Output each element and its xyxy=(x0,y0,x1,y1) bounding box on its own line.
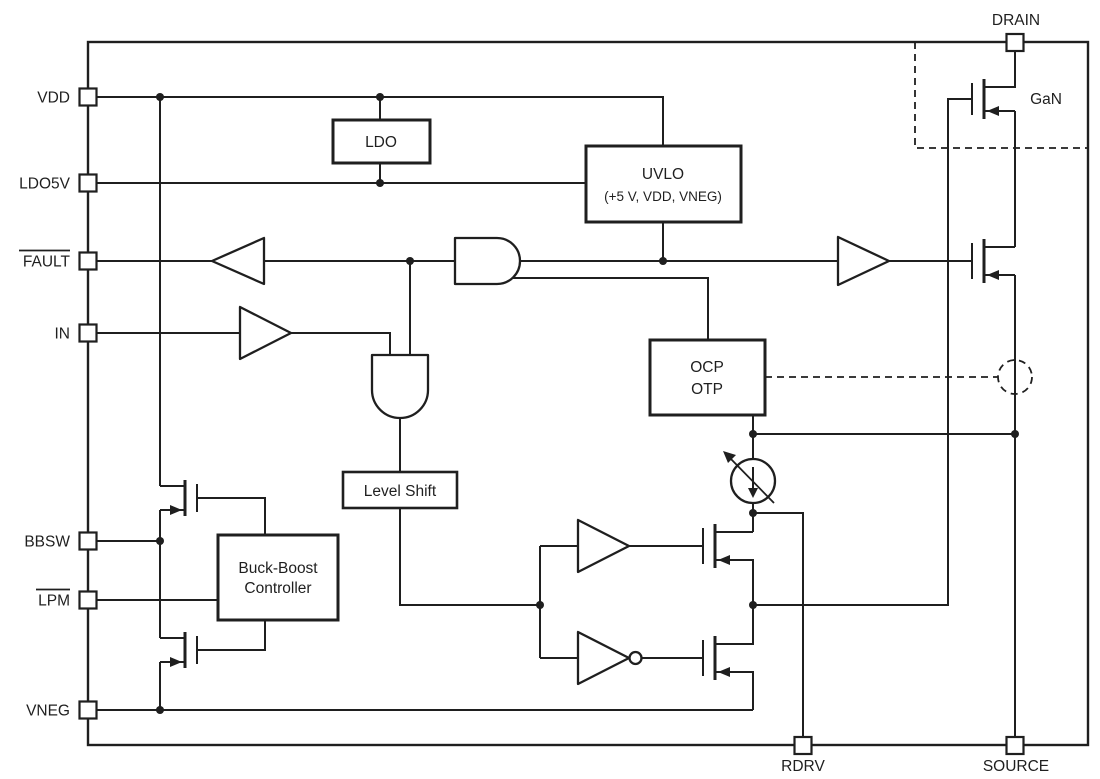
pin-drain xyxy=(1005,32,1025,53)
ldo-block: LDO xyxy=(331,118,432,165)
fet-source-arrow-icon xyxy=(718,667,730,677)
otp-label: OTP xyxy=(691,381,723,398)
junction-dot xyxy=(156,537,164,545)
wire-rdrv xyxy=(753,512,804,737)
junction-dot xyxy=(1011,430,1019,438)
ic-boundary xyxy=(86,40,1090,747)
pin-label-in: IN xyxy=(55,326,71,343)
pin-label-fault: FAULT xyxy=(23,254,71,271)
gan-fet-drain xyxy=(984,51,1016,88)
ldo-label: LDO xyxy=(365,134,397,151)
wire-vdd xyxy=(96,96,664,146)
uvlo-label: UVLO xyxy=(642,166,684,183)
pulldown-fet xyxy=(702,605,754,710)
buck-boost-label-2: Controller xyxy=(244,580,311,597)
pin-label-source: SOURCE xyxy=(983,758,1049,775)
buck-boost-box xyxy=(216,533,340,622)
inverter-triangle xyxy=(576,630,631,686)
pin-vdd xyxy=(78,87,98,107)
pullup-fet-source xyxy=(715,559,754,605)
pin-label-bbsw: BBSW xyxy=(24,534,70,551)
input-and-gate xyxy=(370,353,430,420)
pin-vneg xyxy=(78,700,98,720)
level-shift-box xyxy=(341,470,459,510)
uvlo-block: UVLO (+5 V, VDD, VNEG) xyxy=(584,144,743,224)
pin-label-ldo5v: LDO5V xyxy=(19,176,70,193)
wire-ocp-to-and xyxy=(512,277,709,340)
fet-source-arrow-icon xyxy=(987,106,999,116)
junction-dot xyxy=(406,257,414,265)
junction-dot xyxy=(749,509,757,517)
gan-label: GaN xyxy=(1030,91,1062,108)
ocp-otp-box xyxy=(648,338,767,417)
buckboost-low-fet xyxy=(160,620,266,668)
buck-boost-label-1: Buck-Boost xyxy=(238,560,318,577)
pulldown-fet-source xyxy=(715,671,754,710)
uvlo-box xyxy=(584,144,743,224)
wire-in-buffer-out xyxy=(291,332,391,355)
pin-label-drain: DRAIN xyxy=(992,12,1040,29)
uvlo-monitors-label: (+5 V, VDD, VNEG) xyxy=(604,189,722,204)
pin-label-vneg: VNEG xyxy=(26,703,70,720)
level-shift-block: Level Shift xyxy=(341,470,459,510)
fet-source-arrow-icon xyxy=(718,555,730,565)
junction-dot xyxy=(156,93,164,101)
gan-region-dashed-outline xyxy=(914,42,1088,149)
pin-label-vdd: VDD xyxy=(37,90,70,107)
junction-dot xyxy=(659,257,667,265)
ldo-box xyxy=(331,118,432,165)
fet-source-arrow-icon xyxy=(987,270,999,280)
pin-labels: VDD LDO5V FAULT IN BBSW LPM VNEG DRAIN R… xyxy=(19,12,1049,775)
drive-fet-buffer xyxy=(836,235,891,287)
junction-dots xyxy=(156,93,1019,714)
pin-in xyxy=(78,323,98,343)
adjust-arrow-icon xyxy=(723,451,736,463)
adjustable-current-source xyxy=(723,451,777,505)
fet-source-arrow-icon xyxy=(170,657,182,667)
fet-source-arrow-icon xyxy=(170,505,182,515)
pin-label-lpm: LPM xyxy=(38,593,70,610)
in-buffer xyxy=(238,305,293,361)
predriver-inverter xyxy=(576,630,643,686)
buck-boost-block: Buck-Boost Controller xyxy=(216,533,340,622)
junction-dot xyxy=(156,706,164,714)
pin-bbsw xyxy=(78,531,98,551)
pin-source xyxy=(1005,735,1025,756)
junction-dot xyxy=(376,93,384,101)
gan-fet xyxy=(971,51,1016,119)
pulldown-fet-drain xyxy=(715,605,754,645)
pin-label-rdrv: RDRV xyxy=(781,758,825,775)
down-arrow-icon xyxy=(748,488,758,498)
inverter-bubble-icon xyxy=(628,650,643,666)
pin-fault xyxy=(78,251,98,271)
predriver-buffer xyxy=(576,518,631,574)
ocp-otp-block: OCP OTP xyxy=(648,338,767,417)
pin-ldo5v xyxy=(78,173,98,193)
wire-levelshift-out xyxy=(399,508,540,606)
pullup-fet xyxy=(702,524,754,605)
fault-and-gate xyxy=(453,236,522,286)
junction-dot xyxy=(749,430,757,438)
wires xyxy=(96,96,1016,737)
bb-high-gate-lead xyxy=(197,497,266,535)
ocp-label: OCP xyxy=(690,359,724,376)
drive-fet xyxy=(971,239,1015,283)
level-shift-label: Level Shift xyxy=(364,483,437,500)
pins xyxy=(78,32,1025,756)
junction-dot xyxy=(749,601,757,609)
buckboost-high-fet xyxy=(160,480,266,535)
junction-dot xyxy=(536,601,544,609)
bb-low-gate-lead xyxy=(197,620,266,651)
fault-output-buffer xyxy=(210,236,266,286)
wire-gate-drive xyxy=(753,98,972,606)
current-sense-circle xyxy=(997,359,1033,395)
pin-rdrv xyxy=(793,735,813,756)
junction-dot xyxy=(376,179,384,187)
pin-lpm xyxy=(78,590,98,610)
adjust-arrow-shaft xyxy=(728,456,775,504)
